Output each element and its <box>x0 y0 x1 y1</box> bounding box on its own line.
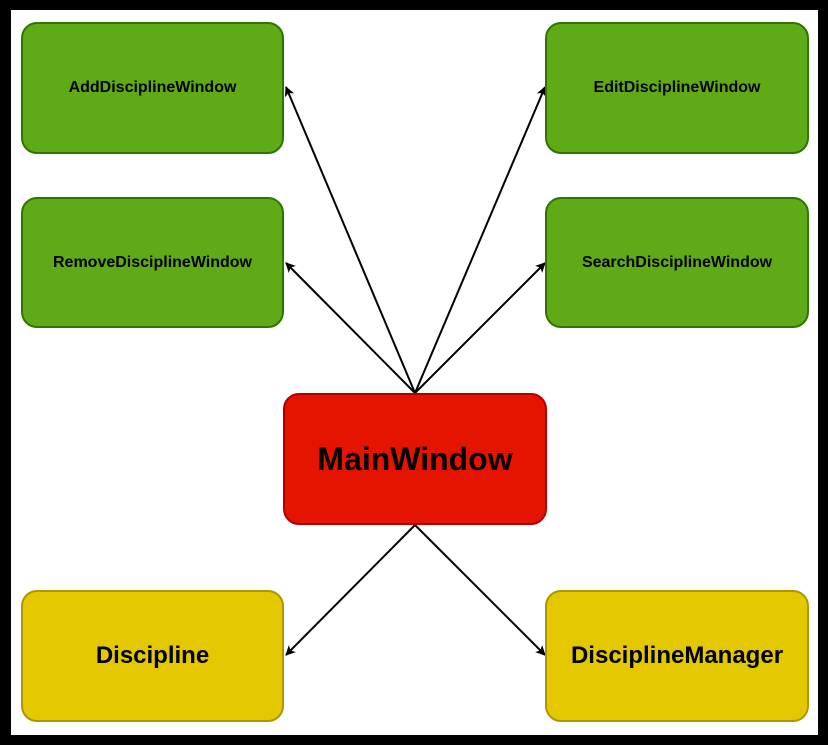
node-label: RemoveDisciplineWindow <box>53 253 252 271</box>
edge-main-to-manager <box>414 524 546 656</box>
discipline-node[interactable]: Discipline <box>21 590 284 722</box>
node-label: SearchDisciplineWindow <box>581 253 773 271</box>
edge-main-to-remove <box>285 262 416 394</box>
node-label: EditDisciplineWindow <box>593 79 761 96</box>
remove-discipline-window-node[interactable]: RemoveDisciplineWindow <box>21 197 284 328</box>
node-label: AddDisciplineWindow <box>68 79 237 96</box>
edge-main-to-edit <box>414 86 547 394</box>
edge-main-to-add <box>284 86 416 394</box>
edge-main-to-search <box>414 262 546 394</box>
node-label: Discipline <box>95 642 210 669</box>
add-discipline-window-node[interactable]: AddDisciplineWindow <box>21 22 284 154</box>
search-discipline-window-node[interactable]: SearchDisciplineWindow <box>545 197 809 328</box>
node-label: DisciplineManager <box>570 642 784 669</box>
node-label: MainWindow <box>317 440 513 477</box>
edit-discipline-window-node[interactable]: EditDisciplineWindow <box>545 22 809 154</box>
edge-main-to-discipline <box>285 524 416 656</box>
main-window-node[interactable]: MainWindow <box>283 393 547 525</box>
discipline-manager-node[interactable]: DisciplineManager <box>545 590 809 722</box>
